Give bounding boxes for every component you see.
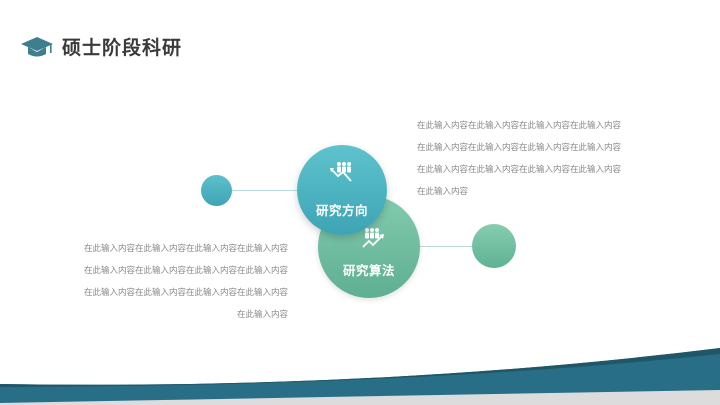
research-direction-label: 研究方向 bbox=[315, 203, 368, 218]
research-algorithm-label: 研究算法 bbox=[342, 263, 395, 278]
description-line: 在此输入内容在此输入内容在此输入内容在此输入内容 bbox=[83, 266, 288, 276]
team-growth-icon bbox=[362, 228, 384, 248]
connector-line-left bbox=[230, 190, 302, 191]
description-line: 在此输入内容 bbox=[236, 310, 288, 320]
header: 硕士阶段科研 bbox=[20, 33, 182, 60]
description-line: 在此输入内容在此输入内容在此输入内容在此输入内容 bbox=[83, 244, 288, 254]
research-direction-description: 在此输入内容在此输入内容在此输入内容在此输入内容 在此输入内容在此输入内容在此输… bbox=[417, 115, 647, 203]
description-line: 在此输入内容在此输入内容在此输入内容在此输入内容 bbox=[83, 288, 288, 298]
description-line: 在此输入内容在此输入内容在此输入内容在此输入内容 bbox=[417, 165, 622, 175]
small-dot-cyan bbox=[201, 175, 232, 206]
small-dot-green bbox=[472, 224, 516, 268]
connector-line-right bbox=[418, 246, 474, 247]
graduation-cap-icon bbox=[21, 36, 53, 56]
research-direction-circle[interactable]: 研究方向 bbox=[297, 145, 387, 235]
description-line: 在此输入内容 bbox=[417, 187, 469, 197]
description-line: 在此输入内容在此输入内容在此输入内容在此输入内容 bbox=[417, 121, 622, 131]
page-title: 硕士阶段科研 bbox=[62, 37, 183, 59]
research-algorithm-description: 在此输入内容在此输入内容在此输入内容在此输入内容 在此输入内容在此输入内容在此输… bbox=[66, 238, 288, 326]
team-growth-icon bbox=[330, 162, 352, 182]
bottom-wave-decoration bbox=[0, 348, 720, 405]
description-line: 在此输入内容在此输入内容在此输入内容在此输入内容 bbox=[417, 143, 622, 153]
